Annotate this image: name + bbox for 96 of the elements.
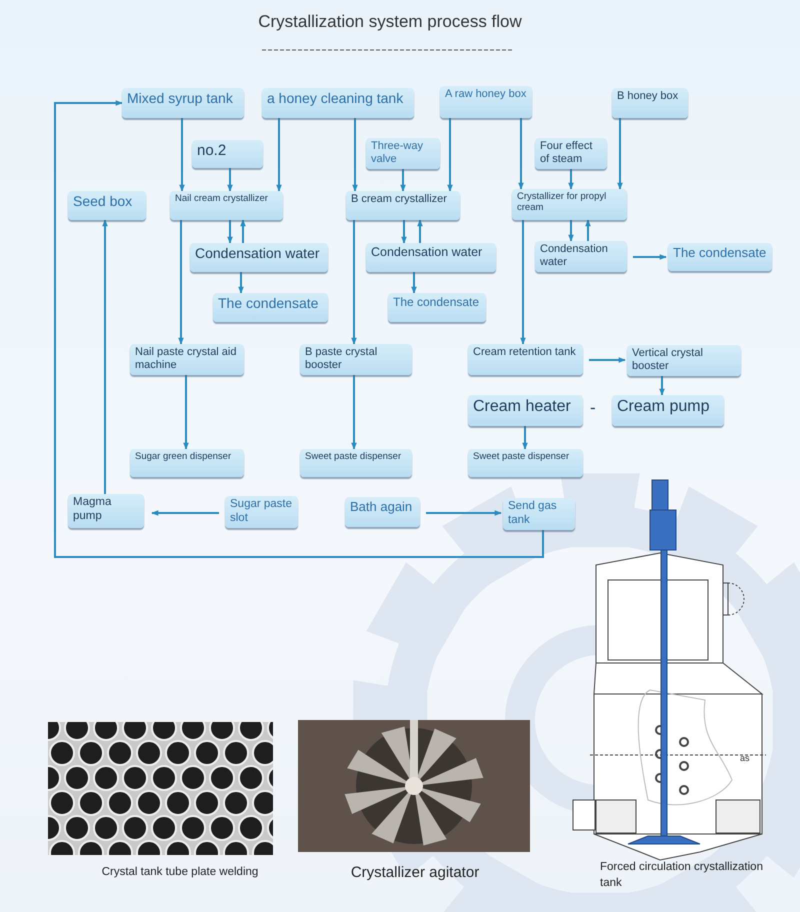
process-box <box>225 496 298 528</box>
arrow <box>400 169 406 192</box>
process-box <box>612 395 724 426</box>
arrow <box>102 219 108 494</box>
process-box <box>440 86 532 118</box>
process-box <box>627 345 741 376</box>
process-box <box>130 449 244 477</box>
arrow <box>151 510 219 516</box>
box-label: The condensate <box>673 245 767 261</box>
arrow <box>518 118 524 190</box>
separator-dash: - <box>590 398 596 418</box>
arrow <box>54 100 544 558</box>
process-box <box>346 191 460 220</box>
box-label: Send gas tank <box>508 500 558 528</box>
arrow <box>589 357 626 363</box>
process-box <box>300 449 412 477</box>
arrow <box>238 272 244 294</box>
process-box <box>468 395 583 426</box>
arrow <box>522 426 528 450</box>
arrow <box>568 169 574 190</box>
box-label: Vertical crystal booster <box>632 347 704 374</box>
box-label: Sugar paste slot <box>230 498 293 526</box>
process-box <box>262 88 414 118</box>
box-label: no.2 <box>197 142 228 160</box>
box-label: Bath again <box>350 499 414 515</box>
arrow <box>568 220 574 242</box>
box-label: The condensate <box>393 295 480 310</box>
arrow <box>417 219 423 243</box>
box-label: Sugar green dispenser <box>135 451 232 462</box>
arrow <box>178 220 184 345</box>
box-label: B cream crystallizer <box>351 193 448 206</box>
box-label: Crystallizer for propyl cream <box>517 191 608 214</box>
arrow <box>351 375 357 450</box>
box-label: Seed box <box>73 193 134 210</box>
box-label: Four effect of steam <box>540 140 594 166</box>
arrow <box>659 376 665 396</box>
process-box <box>512 189 627 220</box>
arrow <box>520 220 526 345</box>
arrow <box>401 220 407 244</box>
arrow <box>351 220 357 345</box>
arrow <box>426 510 502 516</box>
process-box <box>388 293 486 322</box>
box-label: B honey box <box>617 90 680 104</box>
diagram-title: Crystallization system process flow <box>257 12 523 32</box>
process-box <box>612 88 688 118</box>
box-label: B paste crystal booster <box>305 346 378 372</box>
process-box <box>192 140 263 168</box>
process-box <box>68 494 144 528</box>
arrow <box>352 118 358 192</box>
arrow <box>411 272 417 294</box>
process-box <box>468 344 583 375</box>
caption: Crystallizer agitator <box>350 864 480 881</box>
process-box <box>68 191 146 220</box>
box-label: The condensate <box>218 295 320 312</box>
process-box <box>535 138 607 169</box>
box-label: Nail paste crystal aid machine <box>135 346 238 372</box>
box-label: Mixed syrup tank <box>127 90 234 107</box>
box-label: Condensation water <box>195 245 321 262</box>
process-box <box>668 243 772 271</box>
arrow <box>633 254 667 260</box>
box-label: a honey cleaning tank <box>267 90 404 107</box>
arrow <box>240 219 246 243</box>
process-box <box>503 498 575 530</box>
box-label: Cream retention tank <box>473 346 577 360</box>
caption: Crystal tank tube plate welding <box>100 866 260 878</box>
process-box <box>366 138 440 169</box>
process-box <box>300 344 412 375</box>
arrow <box>276 118 282 192</box>
arrow <box>447 118 453 192</box>
arrow <box>617 118 623 190</box>
box-label: Sweet paste dispenser <box>305 451 402 462</box>
box-label: Three-way valve <box>371 140 424 166</box>
process-box <box>170 191 283 220</box>
box-label: Cream pump <box>617 397 710 416</box>
box-label: Sweet paste dispenser <box>473 451 570 462</box>
process-box <box>213 293 328 322</box>
box-label: Nail cream crystallizer <box>175 193 269 204</box>
process-box <box>535 241 627 272</box>
arrow <box>227 168 233 192</box>
caption: Forced circulation crystallization tank <box>600 860 764 891</box>
arrow <box>585 219 591 241</box>
process-box <box>130 344 244 375</box>
box-label: A raw honey box <box>445 88 527 102</box>
process-box <box>345 497 420 527</box>
box-label: Condensation water <box>540 243 609 270</box>
process-box <box>122 88 244 118</box>
arrow <box>183 375 189 450</box>
process-box <box>468 449 583 477</box>
box-label: Magma pump <box>73 496 112 524</box>
box-label: Cream heater <box>473 397 572 416</box>
arrow <box>227 220 233 244</box>
box-label: Condensation water <box>371 245 484 260</box>
process-box <box>190 243 328 272</box>
drawing-label: as <box>740 753 750 763</box>
process-box <box>366 243 496 272</box>
arrow <box>179 118 185 192</box>
